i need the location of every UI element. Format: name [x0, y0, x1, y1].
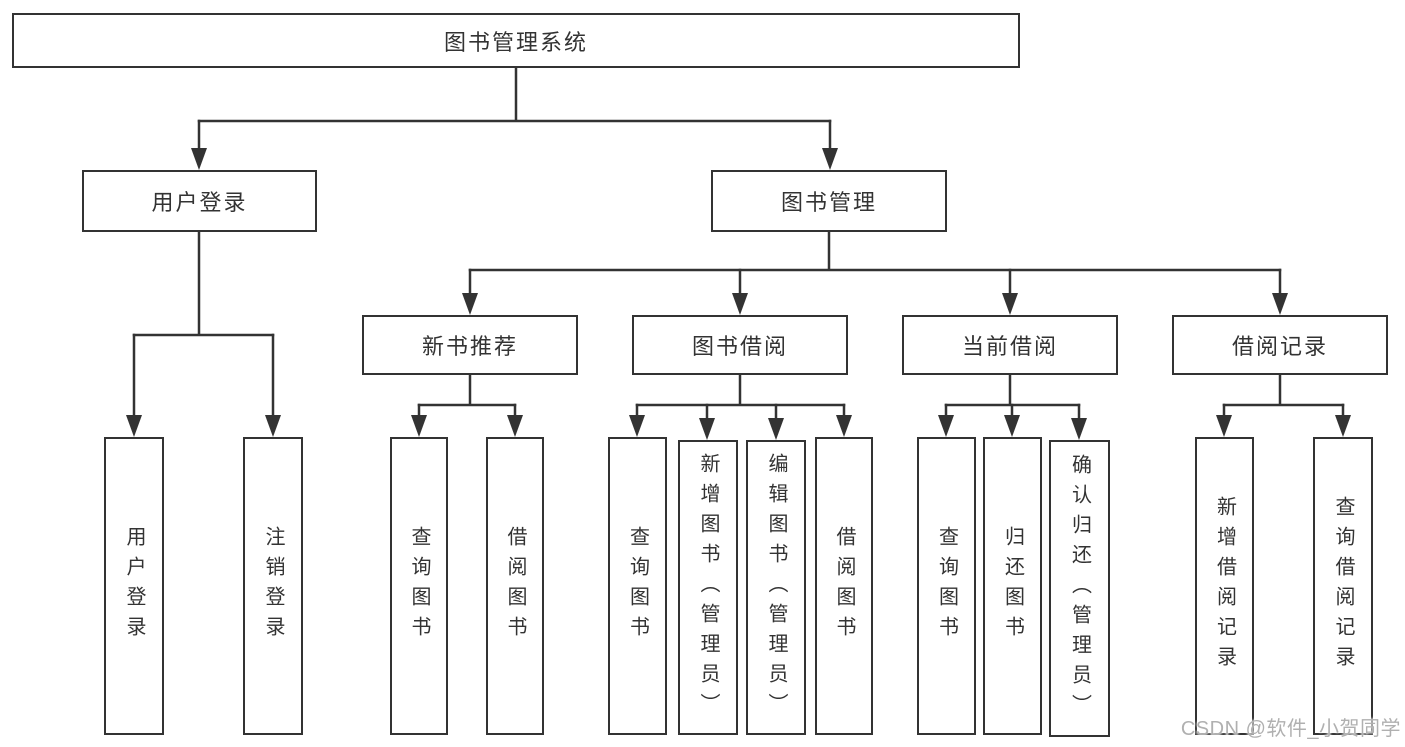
node-label: 归还图书 [1001, 526, 1024, 646]
leaf-return-book: 归还图书 [983, 437, 1042, 735]
leaf-query-books-current: 查询图书 [917, 437, 976, 735]
node-label: 图书借阅 [691, 334, 788, 359]
connector-trunk-lines [132, 65, 1345, 407]
node-book-borrowing: 图书借阅 [632, 315, 848, 375]
leaf-borrow-books: 借阅图书 [815, 437, 873, 735]
node-label: 用户登录 [123, 526, 145, 646]
node-label: 图书管理 [780, 190, 877, 215]
node-label: 注销登录 [262, 526, 284, 646]
node-new-book-recommend: 新书推荐 [362, 315, 578, 375]
node-label: 图书管理系统 [443, 29, 588, 55]
node-label: 查询图书 [935, 526, 958, 646]
leaf-query-books-recommend: 查询图书 [390, 437, 448, 735]
node-library-system: 图书管理系统 [12, 13, 1020, 68]
node-label: 新增借阅记录 [1213, 496, 1236, 676]
node-label: 用户登录 [151, 190, 248, 215]
node-label: 借阅图书 [833, 526, 855, 646]
leaf-borrow-books-recommend: 借阅图书 [486, 437, 544, 735]
node-label: 查询图书 [408, 526, 430, 646]
node-book-management: 图书管理 [711, 170, 947, 232]
node-label: 查询借阅记录 [1332, 496, 1354, 676]
node-label: 编辑图书（管理员） [765, 452, 787, 723]
leaf-logout: 注销登录 [243, 437, 303, 735]
leaf-add-book-admin: 新增图书（管理员） [678, 440, 738, 735]
node-label: 新书推荐 [421, 334, 518, 359]
leaf-user-login: 用户登录 [104, 437, 164, 735]
node-label: 新增图书（管理员） [697, 452, 719, 723]
node-current-borrowing: 当前借阅 [902, 315, 1118, 375]
leaf-edit-book-admin: 编辑图书（管理员） [746, 440, 806, 735]
node-label: 确认归还（管理员） [1068, 453, 1091, 724]
leaf-query-borrow-record: 查询借阅记录 [1313, 437, 1373, 735]
leaf-confirm-return-admin: 确认归还（管理员） [1049, 440, 1110, 737]
node-label: 当前借阅 [961, 334, 1058, 359]
node-borrow-records: 借阅记录 [1172, 315, 1388, 375]
node-label: 借阅记录 [1231, 334, 1328, 359]
leaf-add-borrow-record: 新增借阅记录 [1195, 437, 1254, 735]
leaf-query-books-borrowing: 查询图书 [608, 437, 667, 735]
arrow-down-icons [126, 119, 1351, 440]
node-label: 查询图书 [626, 526, 649, 646]
node-label: 借阅图书 [504, 526, 526, 646]
node-user-login: 用户登录 [82, 170, 317, 232]
csdn-watermark: CSDN @软件_小贺同学 [1180, 718, 1401, 740]
